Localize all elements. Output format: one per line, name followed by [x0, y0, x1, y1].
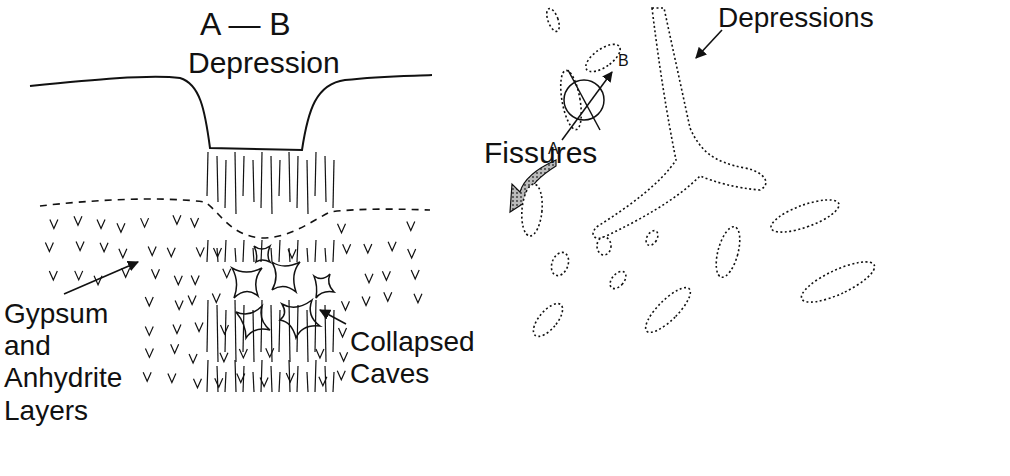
- feature-label: Fissures: [484, 136, 597, 171]
- section-end-label: B: [618, 52, 629, 70]
- ground-surface: [30, 75, 432, 150]
- section-end-label: A: [548, 140, 559, 158]
- depression-map: [520, 7, 880, 341]
- feature-label: Depression: [188, 46, 340, 81]
- layer-label: Gypsum and Anhydrite Layers: [4, 298, 144, 427]
- leader-line: [320, 310, 346, 324]
- leader-line: [696, 30, 722, 58]
- map-label: Depressions: [718, 2, 874, 34]
- fissures: [207, 152, 334, 392]
- gypsum-top-line: [40, 199, 430, 238]
- section-line: [562, 70, 612, 140]
- feature-label: Collapsed Caves: [350, 326, 510, 390]
- collapsed-caves: [232, 246, 334, 338]
- section-title: A — B: [200, 6, 291, 43]
- leader-line: [64, 262, 138, 294]
